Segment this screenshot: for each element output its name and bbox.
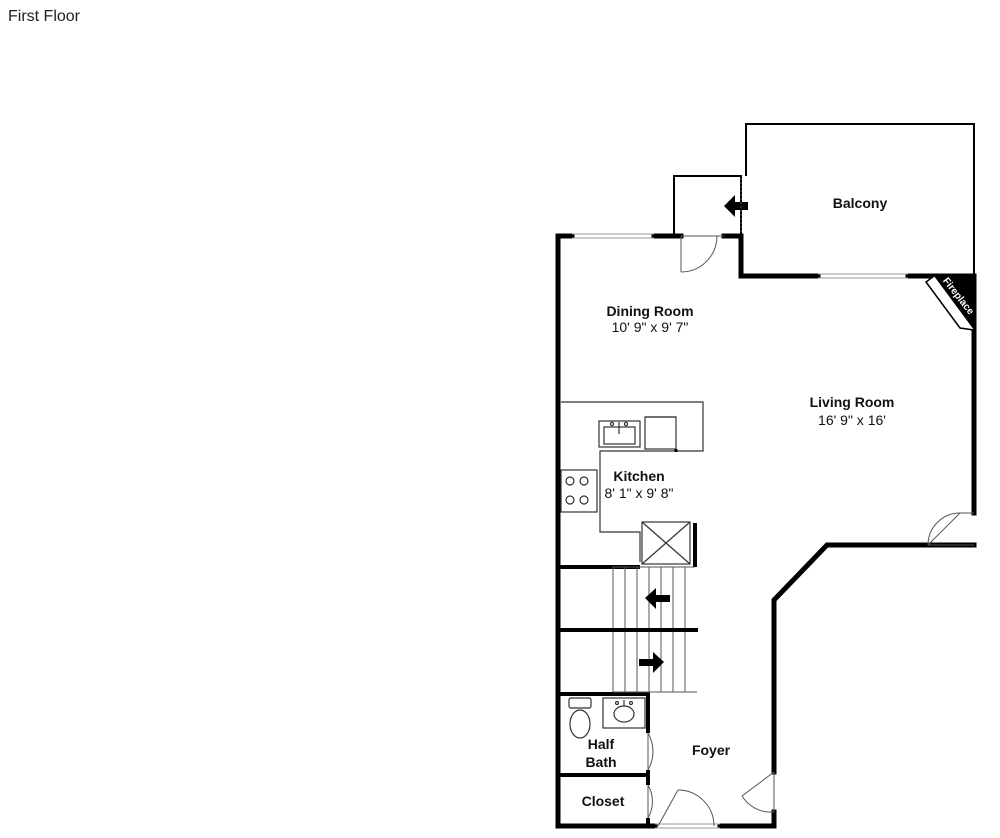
half-bath-label-line1: Half: [588, 736, 615, 752]
kitchen-dimensions: 8' 1" x 9' 8": [605, 485, 674, 501]
arrow-left-icon: [645, 588, 670, 609]
sink-icon: [598, 420, 641, 448]
arrow-right-icon: [639, 652, 664, 673]
living-room-label: Living Room: [810, 394, 895, 410]
floor-title: First Floor: [8, 8, 80, 25]
toilet-icon: [568, 697, 592, 739]
balcony-label: Balcony: [833, 195, 888, 211]
half-bath-label-line2: Bath: [585, 754, 616, 770]
dining-room-dimensions: 10' 9" x 9' 7": [612, 319, 689, 335]
closet-label: Closet: [582, 793, 625, 809]
foyer-label: Foyer: [692, 742, 731, 758]
interior-walls: [558, 523, 698, 826]
kitchen-label: Kitchen: [613, 468, 664, 484]
windows: [572, 233, 908, 829]
bath-sink-icon: [602, 697, 646, 729]
dining-room-label: Dining Room: [606, 303, 693, 319]
balcony-outline: [673, 123, 975, 276]
stairs: [612, 566, 697, 693]
refrigerator-icon: [641, 521, 691, 565]
balcony-arrow-left-icon: [724, 195, 748, 217]
living-room-dimensions: 16' 9" x 16': [818, 412, 886, 428]
doors: [647, 178, 974, 827]
kitchen-counters: [561, 401, 704, 562]
fireplace: Fireplace: [924, 275, 976, 331]
stove-icon: [560, 469, 598, 513]
